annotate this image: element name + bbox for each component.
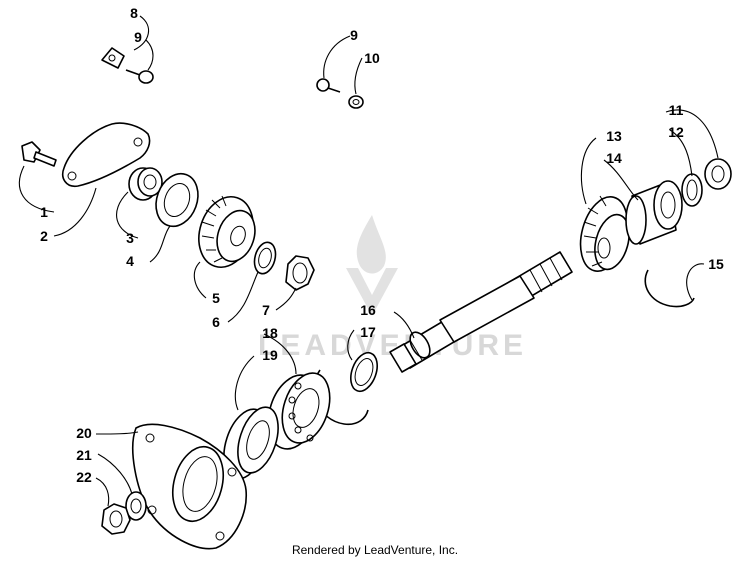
part-shaft	[389, 251, 573, 373]
callout-3: 3	[126, 230, 134, 246]
part-22-nut	[101, 503, 131, 535]
part-11-seal	[704, 158, 732, 190]
callout-20: 20	[76, 425, 92, 441]
part-9-screw-a	[125, 69, 154, 84]
watermark-text: LEADVENTURE	[258, 329, 527, 362]
part-7-nut	[285, 255, 315, 291]
part-18-bearing	[267, 372, 331, 450]
part-5-gear	[198, 195, 256, 268]
callout-7: 7	[262, 302, 270, 318]
part-6-washer	[253, 241, 277, 275]
callout-12: 12	[668, 124, 684, 140]
callout-11: 11	[669, 102, 684, 118]
callout-22: 22	[76, 469, 92, 485]
callout-10: 10	[364, 50, 380, 66]
callout-19: 19	[262, 347, 278, 363]
callout-15: 15	[708, 256, 724, 272]
part-20-housing	[132, 423, 247, 550]
callout-5: 5	[212, 290, 220, 306]
callout-13: 13	[606, 128, 622, 144]
callout-8: 8	[130, 5, 138, 21]
callout-2: 2	[40, 228, 48, 244]
callout-16: 16	[360, 302, 376, 318]
callout-9-b: 9	[350, 27, 358, 43]
callout-4: 4	[126, 253, 134, 269]
part-17-ring	[350, 351, 378, 393]
part-15-snap-ring	[644, 269, 695, 308]
part-2-cover	[62, 122, 151, 188]
watermark: LEADVENTURE	[258, 215, 527, 362]
callout-9-a: 9	[134, 29, 142, 45]
callout-21: 21	[76, 447, 92, 463]
callout-14: 14	[606, 150, 622, 166]
watermark-flame-icon	[356, 215, 386, 274]
part-4-washer	[155, 172, 199, 228]
part-9-screw-b	[316, 78, 341, 93]
footer-credit: Rendered by LeadVenture, Inc.	[291, 543, 459, 557]
callout-labels: 8 9 9 10 1 2 3 4 5 6 7 11 12 13 14 15 16…	[40, 5, 724, 485]
callout-1: 1	[40, 204, 48, 220]
part-21-washer	[125, 491, 147, 521]
part-14-bearing	[625, 180, 683, 245]
watermark-v-icon	[346, 268, 398, 316]
part-8-plate	[101, 47, 125, 69]
callout-6: 6	[212, 314, 220, 330]
leader-lines	[18, 15, 719, 507]
callout-18: 18	[262, 325, 278, 341]
part-3-bearing	[128, 167, 163, 201]
part-12-washer	[681, 173, 703, 207]
part-10-washer	[348, 95, 364, 109]
callout-17: 17	[360, 324, 376, 340]
part-1-bolt	[21, 141, 57, 167]
part-13-gear	[579, 195, 630, 272]
